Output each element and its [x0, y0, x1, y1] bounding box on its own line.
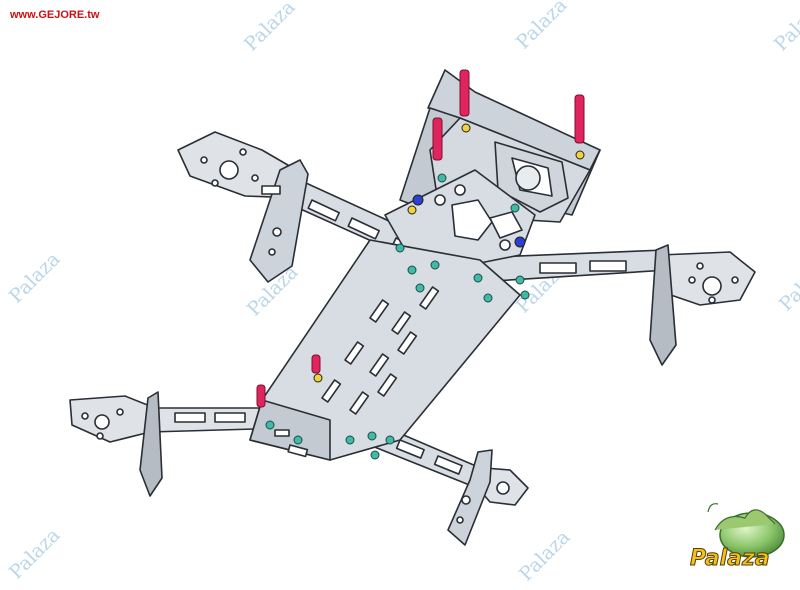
palaza-logo: Palaza — [690, 503, 785, 572]
fasteners-accent — [313, 123, 585, 383]
site-url[interactable]: www.GEJORE.tw — [10, 9, 100, 21]
arm-lower-left — [69, 391, 291, 497]
main-plate — [249, 239, 521, 461]
fasteners — [265, 173, 530, 460]
arm-lower-right — [371, 424, 529, 546]
arm-upper-right — [469, 244, 756, 366]
standoffs — [256, 69, 585, 408]
logo-text: Palaza — [690, 546, 770, 571]
